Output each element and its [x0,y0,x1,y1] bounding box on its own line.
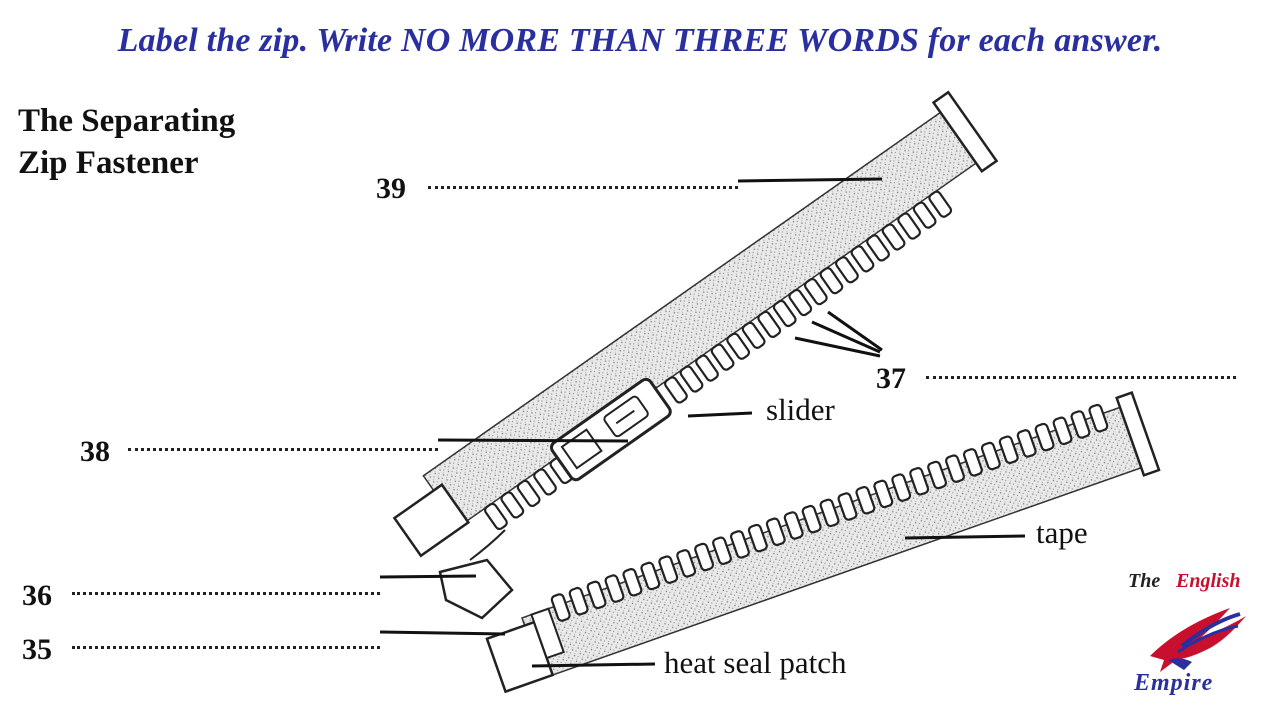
question-36-number: 36 [22,579,52,612]
answer-37-blank[interactable] [926,376,1236,379]
lower-zip-half [485,391,1161,694]
zip-tooth [658,555,679,584]
zip-tooth [586,580,607,610]
zip-tooth [881,223,906,251]
leader-slider [687,411,753,418]
zip-tooth [710,343,735,371]
zip-tooth [500,491,525,519]
upper-retainer-box [392,483,471,558]
lower-top-stop [1115,391,1161,477]
upper-tape [422,106,984,528]
answer-35-blank[interactable] [72,646,380,649]
zip-tooth [855,485,876,515]
leader-tape [904,534,1026,540]
zip-tooth [726,332,751,360]
zip-tooth [783,511,804,540]
zip-tooth [803,277,828,306]
diagram-title-line-2: Zip Fastener [18,145,199,181]
zip-tooth [640,561,661,591]
zip-tooth [757,310,782,338]
slider-body [549,377,672,482]
leader-37c [827,310,883,352]
zip-tooth [928,190,953,218]
zip-tooth [765,517,786,547]
zip-tooth [962,448,983,477]
the-english-empire-logo: The English Empire [1120,566,1270,706]
question-39-number: 39 [376,172,406,205]
label-slider: slider [766,392,835,427]
lower-teeth [550,403,1109,622]
leader-38 [437,438,629,443]
answer-38-blank[interactable] [128,448,438,451]
zip-tooth [897,212,922,240]
zip-tooth [664,376,688,404]
logo-word-the: The [1128,570,1161,592]
answer-39-blank[interactable] [428,186,738,189]
zip-tooth [1016,429,1037,458]
zip-tooth [550,593,571,622]
zip-tooth [945,454,965,483]
zip-tooth [676,549,697,578]
upper-teeth [484,190,953,531]
zip-tooth [568,586,589,616]
zip-tooth [909,467,930,496]
zip-tooth [891,473,912,502]
leader-lines [379,177,1026,668]
zip-tooth [484,502,508,531]
zip-tooth [850,245,875,273]
zip-tooth [998,435,1019,464]
zip-tooth [729,530,750,559]
zip-tooth [622,568,643,597]
answer-36-blank[interactable] [72,592,380,595]
upper-top-stop [931,90,999,174]
zip-tooth [837,492,858,521]
label-heat-seal-patch: heat seal patch [664,645,847,680]
zip-tooth [741,321,766,349]
leader-37a [794,336,881,358]
leader-35 [379,630,506,636]
zip-tooth [772,299,797,328]
zip-tooth [819,498,840,528]
zip-tooth [819,267,844,295]
zip-tooth [1052,416,1073,446]
pin-tab [438,558,514,620]
upper-zip-half [392,90,999,558]
question-38-number: 38 [80,435,110,468]
zip-tooth [533,468,557,496]
zip-tooth [801,504,822,534]
label-tape: tape [1036,515,1088,550]
diagram-title-line-1: The Separating [18,103,236,139]
leader-36 [379,574,477,579]
zip-tooth [694,542,715,572]
zip-tooth [866,234,890,262]
zip-tooth [788,288,813,317]
diagram-title: The Separating Zip Fastener [18,100,235,184]
leader-heat-seal [531,662,656,668]
zip-tooth [873,479,894,509]
leader-39 [737,177,883,183]
leader-37b [811,320,881,354]
logo-word-empire: Empire [1134,670,1214,696]
zip-tooth [1088,403,1109,433]
zip-tooth [1034,422,1055,452]
zip-tooth [927,460,948,490]
zip-tooth [980,441,1001,471]
zip-tooth [712,536,732,565]
instruction-text: Label the zip. Write NO MORE THAN THREE … [117,22,1163,59]
zip-tooth [912,201,937,229]
zip-tooth [679,365,704,393]
zip-tooth [835,256,859,284]
zip-tooth [747,523,768,553]
zip-tooth [516,479,541,508]
zip-tooth [695,354,719,382]
eagle-icon [1150,608,1246,672]
zip-tooth [1070,410,1091,439]
question-35-number: 35 [22,633,52,666]
logo-word-english: English [1176,570,1241,592]
zip-tooth [604,574,625,603]
question-37-number: 37 [876,362,906,395]
